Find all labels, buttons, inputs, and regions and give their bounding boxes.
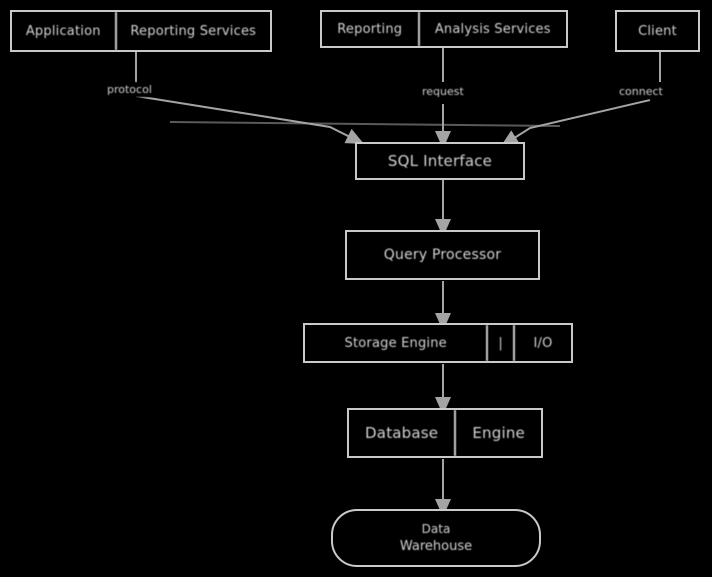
node-database-engine-cell-0: Database [365,424,439,442]
node-top-right-cell-0: Client [638,23,677,39]
node-top-left-cell-1: Reporting Services [114,12,270,50]
node-terminal-stack: Data Warehouse [333,511,539,565]
node-terminal[interactable]: Data Warehouse [331,509,541,567]
node-storage-row-cell-2: I/O [513,325,571,361]
node-storage-row-cell-0: Storage Engine [344,335,447,351]
edge-label-left: protocol [104,82,155,97]
node-top-middle-cell-0: Reporting [337,21,403,37]
node-top-right[interactable]: Client [615,10,700,52]
node-top-middle-cell-1: Analysis Services [417,12,566,46]
node-query-processor[interactable]: Query Processor [345,230,540,280]
node-sql-interface[interactable]: SQL Interface [355,142,525,180]
node-terminal-line1: Data [421,522,451,536]
edge-label-middle: request [419,84,467,99]
node-database-engine-cell-1: Engine [454,410,541,456]
node-storage-row[interactable]: Storage Engine | I/O [303,323,573,363]
node-database-engine[interactable]: Database Engine [347,408,543,458]
node-query-processor-cell-0: Query Processor [383,247,502,263]
node-top-middle[interactable]: Reporting Analysis Services [320,10,568,48]
node-sql-interface-cell-0: SQL Interface [387,152,493,170]
node-terminal-line2: Warehouse [399,539,473,554]
node-top-left[interactable]: Application Reporting Services [10,10,272,52]
edge-label-right: connect [616,84,666,99]
node-storage-row-cell-1: | [486,325,513,361]
node-top-left-cell-0: Application [25,23,101,39]
